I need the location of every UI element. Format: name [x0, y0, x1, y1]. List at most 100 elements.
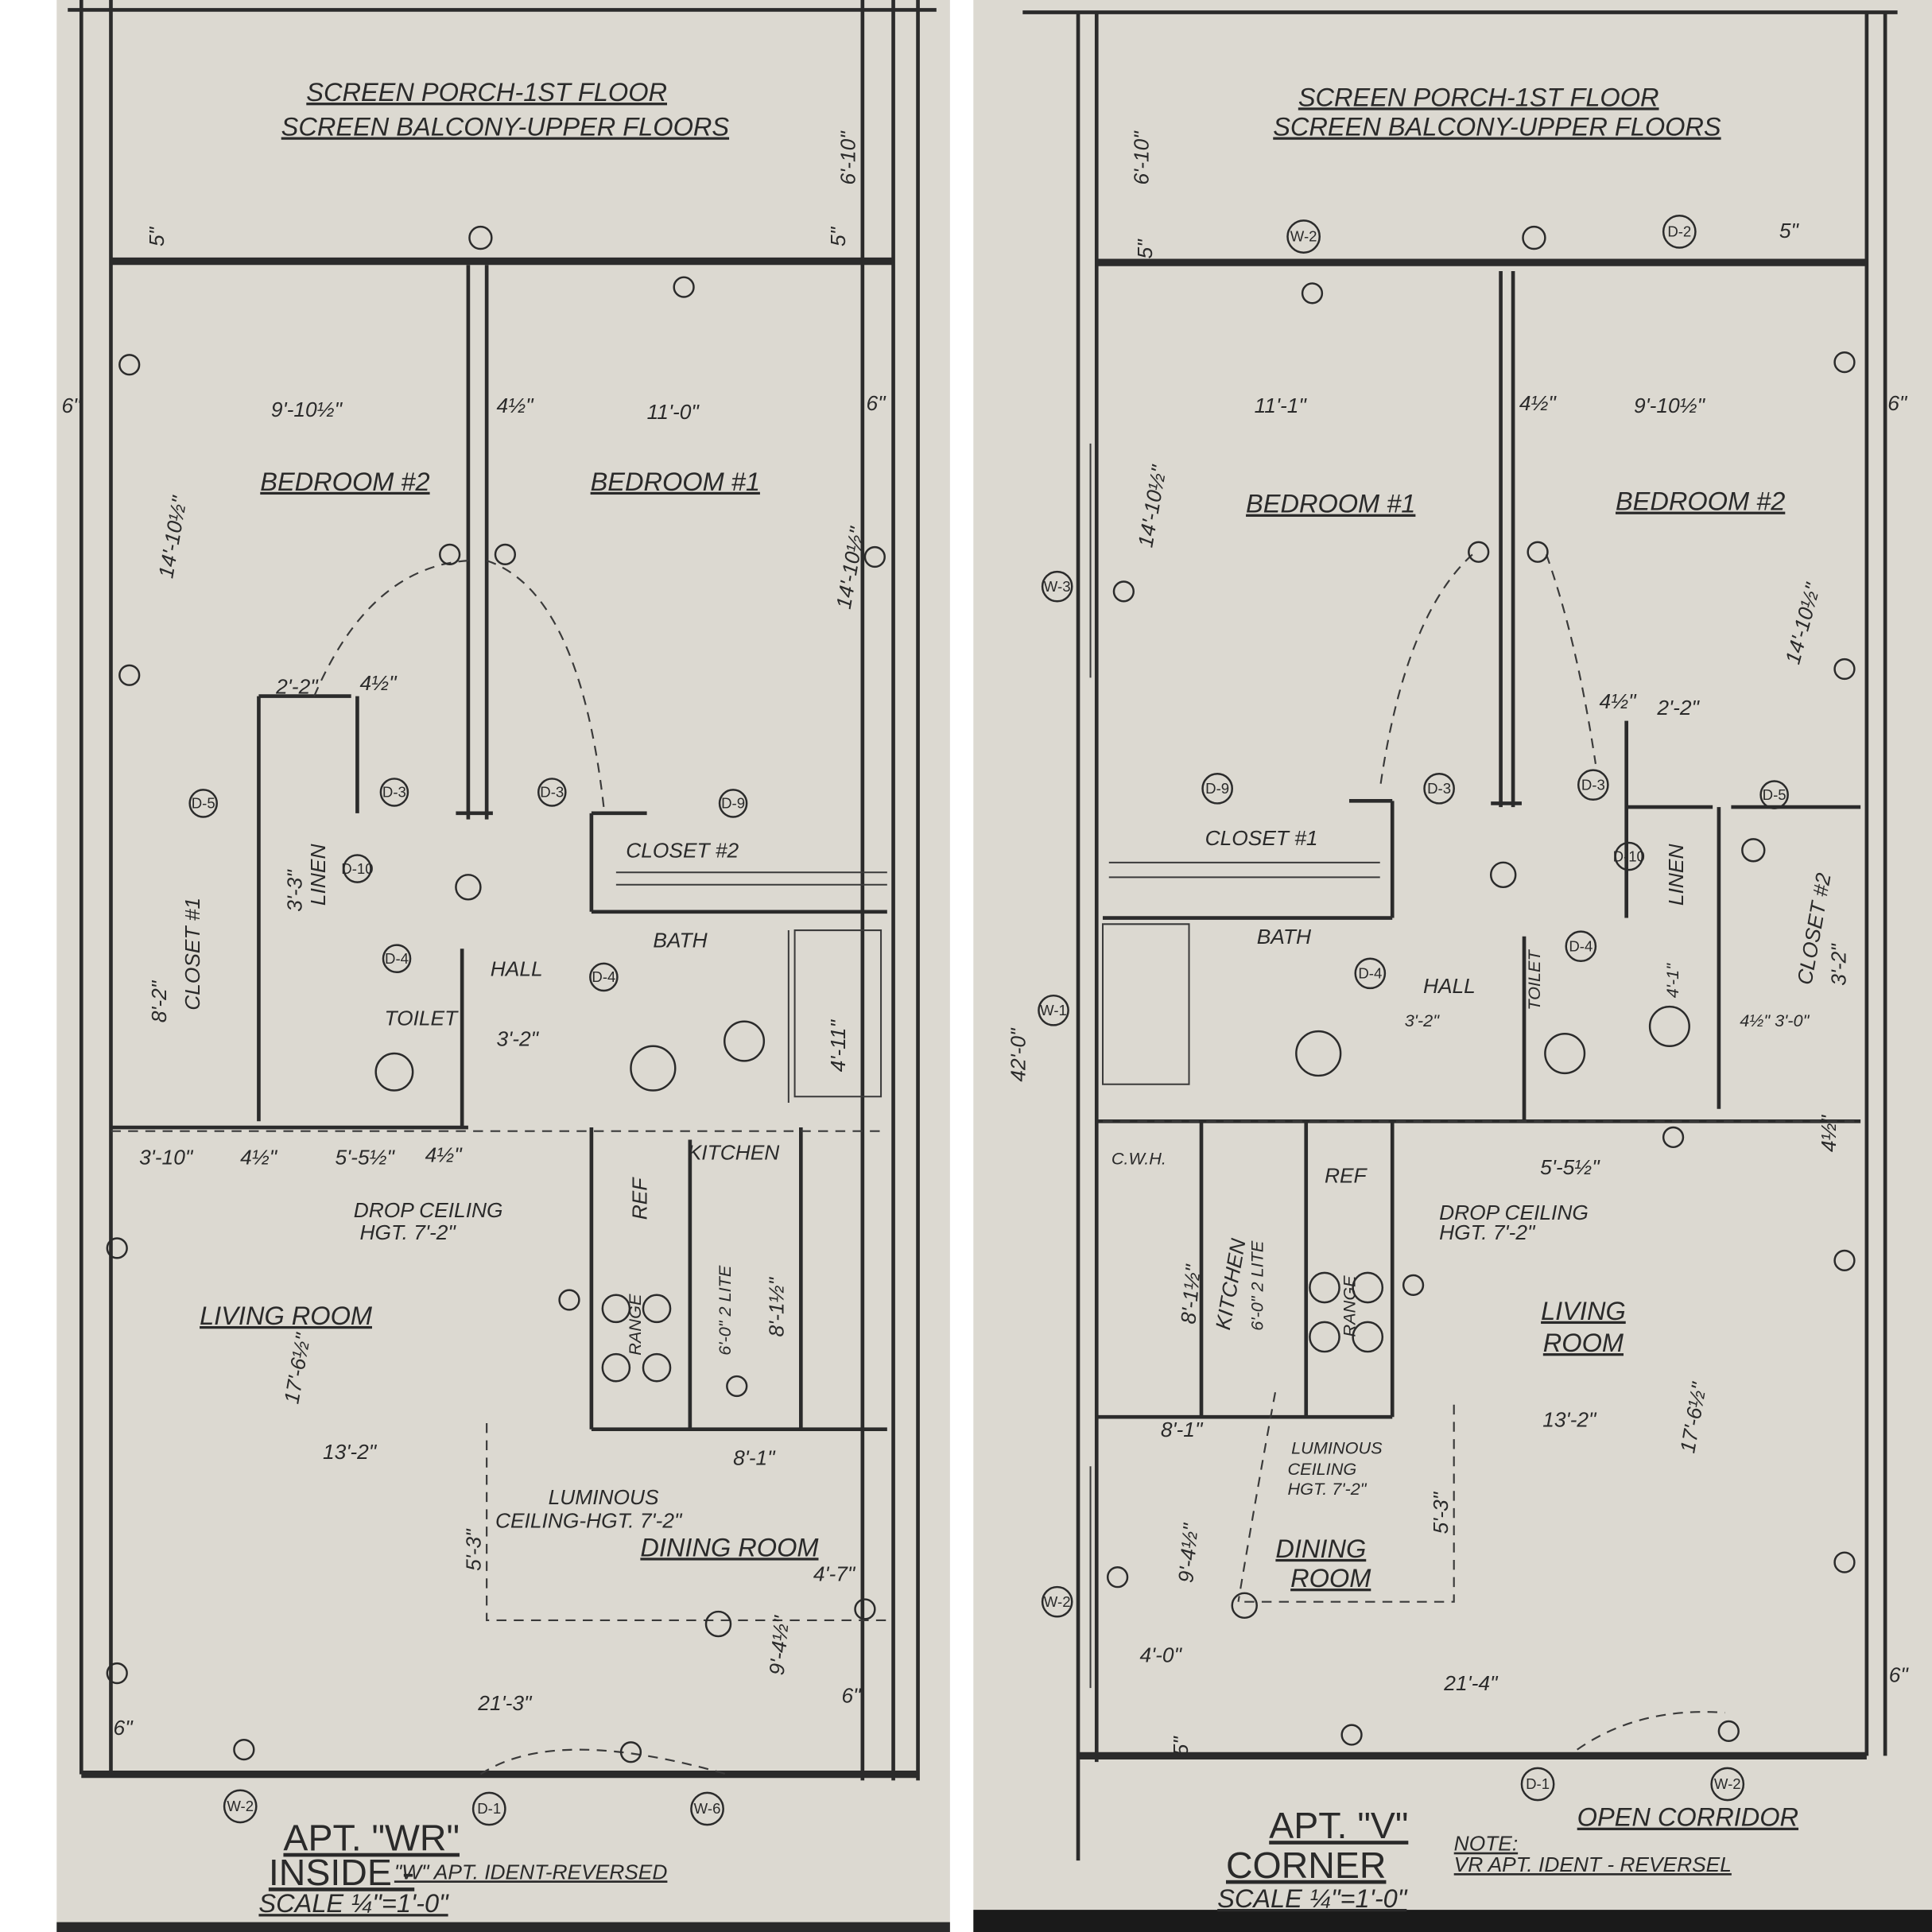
dimension-label: 8'-1" [1161, 1418, 1204, 1441]
tag-d2: D-2 [1662, 214, 1697, 249]
note-luminous-ceiling: CEILING [1287, 1459, 1356, 1479]
dimension-label: D-4 [1569, 937, 1593, 954]
dimension-label: W-2 [227, 1798, 254, 1814]
room-linen: LINEN [306, 844, 330, 906]
room-bath: BATH [653, 929, 708, 952]
dimension-label: 3'-2" [1827, 943, 1851, 986]
right-apt-note: VR APT. IDENT - REVERSEL [1454, 1852, 1732, 1876]
dimension-label: 3'-2" [497, 1027, 540, 1051]
dimension-label: 9'-10½" [1634, 394, 1706, 417]
dimension-label: 13'-2" [1542, 1408, 1597, 1432]
room-bedroom-2: BEDROOM #2 [260, 467, 429, 496]
dimension-label: 5" [1779, 219, 1800, 242]
dimension-label: 8'-1" [733, 1446, 776, 1470]
tag-d5: D-5 [188, 789, 218, 818]
room-hall: HALL [491, 956, 543, 980]
dimension-label: 4½" [1817, 1114, 1841, 1152]
room-dining-room: DINING ROOM [640, 1533, 819, 1562]
dimension-label: 2'-2" [275, 675, 319, 699]
dimension-label: 6" [841, 1684, 862, 1708]
dimension-label: D-5 [192, 795, 215, 812]
tag-d4: D-4 [382, 944, 412, 973]
tag-w3: W-3 [1041, 570, 1073, 603]
room-closet-1: CLOSET #1 [1205, 826, 1318, 850]
dimension-label: 4½" [1600, 689, 1638, 713]
room-linen: LINEN [1664, 844, 1688, 906]
tag-d10: D-10 [1613, 841, 1645, 871]
dimension-label: 21'-3" [477, 1691, 533, 1715]
room-toilet: TOILET [385, 1006, 460, 1030]
dimension-label: 5" [145, 226, 169, 246]
left-apt-note: "W" APT. IDENT-REVERSED [394, 1860, 667, 1884]
dimension-label: 3'-10" [139, 1146, 194, 1170]
dimension-label: 4'-11" [826, 1019, 850, 1073]
dimension-label: 6" [61, 394, 82, 417]
room-toilet: TOILET [1524, 949, 1544, 1011]
dimension-label: D-3 [540, 784, 564, 801]
tag-d3: D-3 [379, 778, 409, 807]
dimension-label: 6'-10" [836, 130, 860, 185]
tag-d3: D-3 [1423, 773, 1455, 805]
left-apt-subtitle: INSIDE - [269, 1852, 414, 1893]
tag-w1: W-1 [1038, 994, 1069, 1026]
dimension-label: 13'-2" [323, 1440, 378, 1464]
dimension-label: W-2 [1714, 1775, 1741, 1792]
dimension-label: W-6 [694, 1800, 721, 1817]
dimension-label: D-2 [1667, 223, 1691, 240]
dimension-label: 8'-1½" [765, 1276, 789, 1336]
right-plan-apt-v: SCREEN PORCH-1ST FLOOR SCREEN BALCONY-UP… [1006, 10, 1909, 1913]
note-luminous-ceiling-height: CEILING-HGT. 7'-2" [495, 1509, 683, 1533]
room-living-room: LIVING ROOM [200, 1302, 373, 1330]
dimension-label: 11'-0" [647, 400, 700, 424]
right-plan-paper [973, 0, 1932, 1932]
tag-d10: D-10 [341, 854, 374, 883]
room-dining-room-2: ROOM [1290, 1564, 1371, 1593]
room-living-room-2: ROOM [1543, 1329, 1624, 1357]
tag-d1: D-1 [471, 1791, 506, 1826]
tag-w2: W-2 [223, 1789, 258, 1824]
dimension-label: 21'-4" [1443, 1671, 1499, 1695]
dimension-label: 4½" 3'-0" [1740, 1011, 1810, 1030]
dimension-label: D-3 [382, 784, 406, 801]
dimension-label: 5" [1169, 1736, 1193, 1756]
dimension-label: 5'-3" [1429, 1491, 1453, 1534]
dimension-label: 8'-2" [147, 980, 171, 1022]
room-closet-2: CLOSET #2 [626, 839, 739, 863]
note-drop-ceiling-height: HGT. 7'-2" [1439, 1220, 1536, 1244]
room-range: RANGE [1340, 1275, 1360, 1337]
room-hall: HALL [1423, 974, 1476, 998]
note-drop-ceiling: DROP CEILING [1439, 1201, 1589, 1224]
room-range: RANGE [625, 1294, 645, 1356]
dimension-label: 4'-1" [1662, 963, 1682, 998]
dimension-label: 4½" [497, 394, 535, 417]
dimension-label: D-4 [385, 950, 409, 967]
room-dining-room: DINING [1275, 1534, 1366, 1563]
room-cwh: C.W.H. [1111, 1149, 1166, 1169]
note-luminous: LUMINOUS [1291, 1438, 1383, 1458]
left-apt-title: APT. "WR" [283, 1818, 460, 1859]
dimension-label: 6" [114, 1716, 134, 1740]
dimension-label: 5'-5½" [336, 1146, 396, 1170]
right-title-balcony: SCREEN BALCONY-UPPER FLOORS [1273, 112, 1721, 141]
dimension-label: 3'-2" [1405, 1011, 1440, 1030]
dimension-label: 5" [826, 226, 850, 246]
room-closet-1: CLOSET #1 [180, 898, 204, 1011]
room-kitchen: KITCHEN [688, 1140, 781, 1164]
dimension-label: 6'-10" [1129, 130, 1153, 185]
note-luminous: LUMINOUS [549, 1485, 659, 1509]
tag-d5: D-5 [1759, 780, 1789, 809]
dimension-label: 9'-4½" [765, 1614, 794, 1676]
room-bedroom-1: BEDROOM #1 [1246, 490, 1415, 518]
dimension-label: 6'-0" 2 LITE [715, 1265, 735, 1356]
tag-d4: D-4 [1565, 930, 1597, 963]
dimension-label: D-10 [1613, 848, 1645, 864]
dimension-label: 3'-3" [283, 869, 307, 912]
dimension-label: D-10 [341, 860, 373, 877]
room-ref: REF [628, 1177, 652, 1220]
dimension-label: 9'-10½" [271, 398, 343, 421]
dimension-label: W-1 [1040, 1002, 1067, 1018]
tag-w2: W-2 [1710, 1767, 1745, 1802]
dimension-label: 5" [1133, 239, 1157, 259]
right-apt-title: APT. "V" [1269, 1805, 1408, 1846]
